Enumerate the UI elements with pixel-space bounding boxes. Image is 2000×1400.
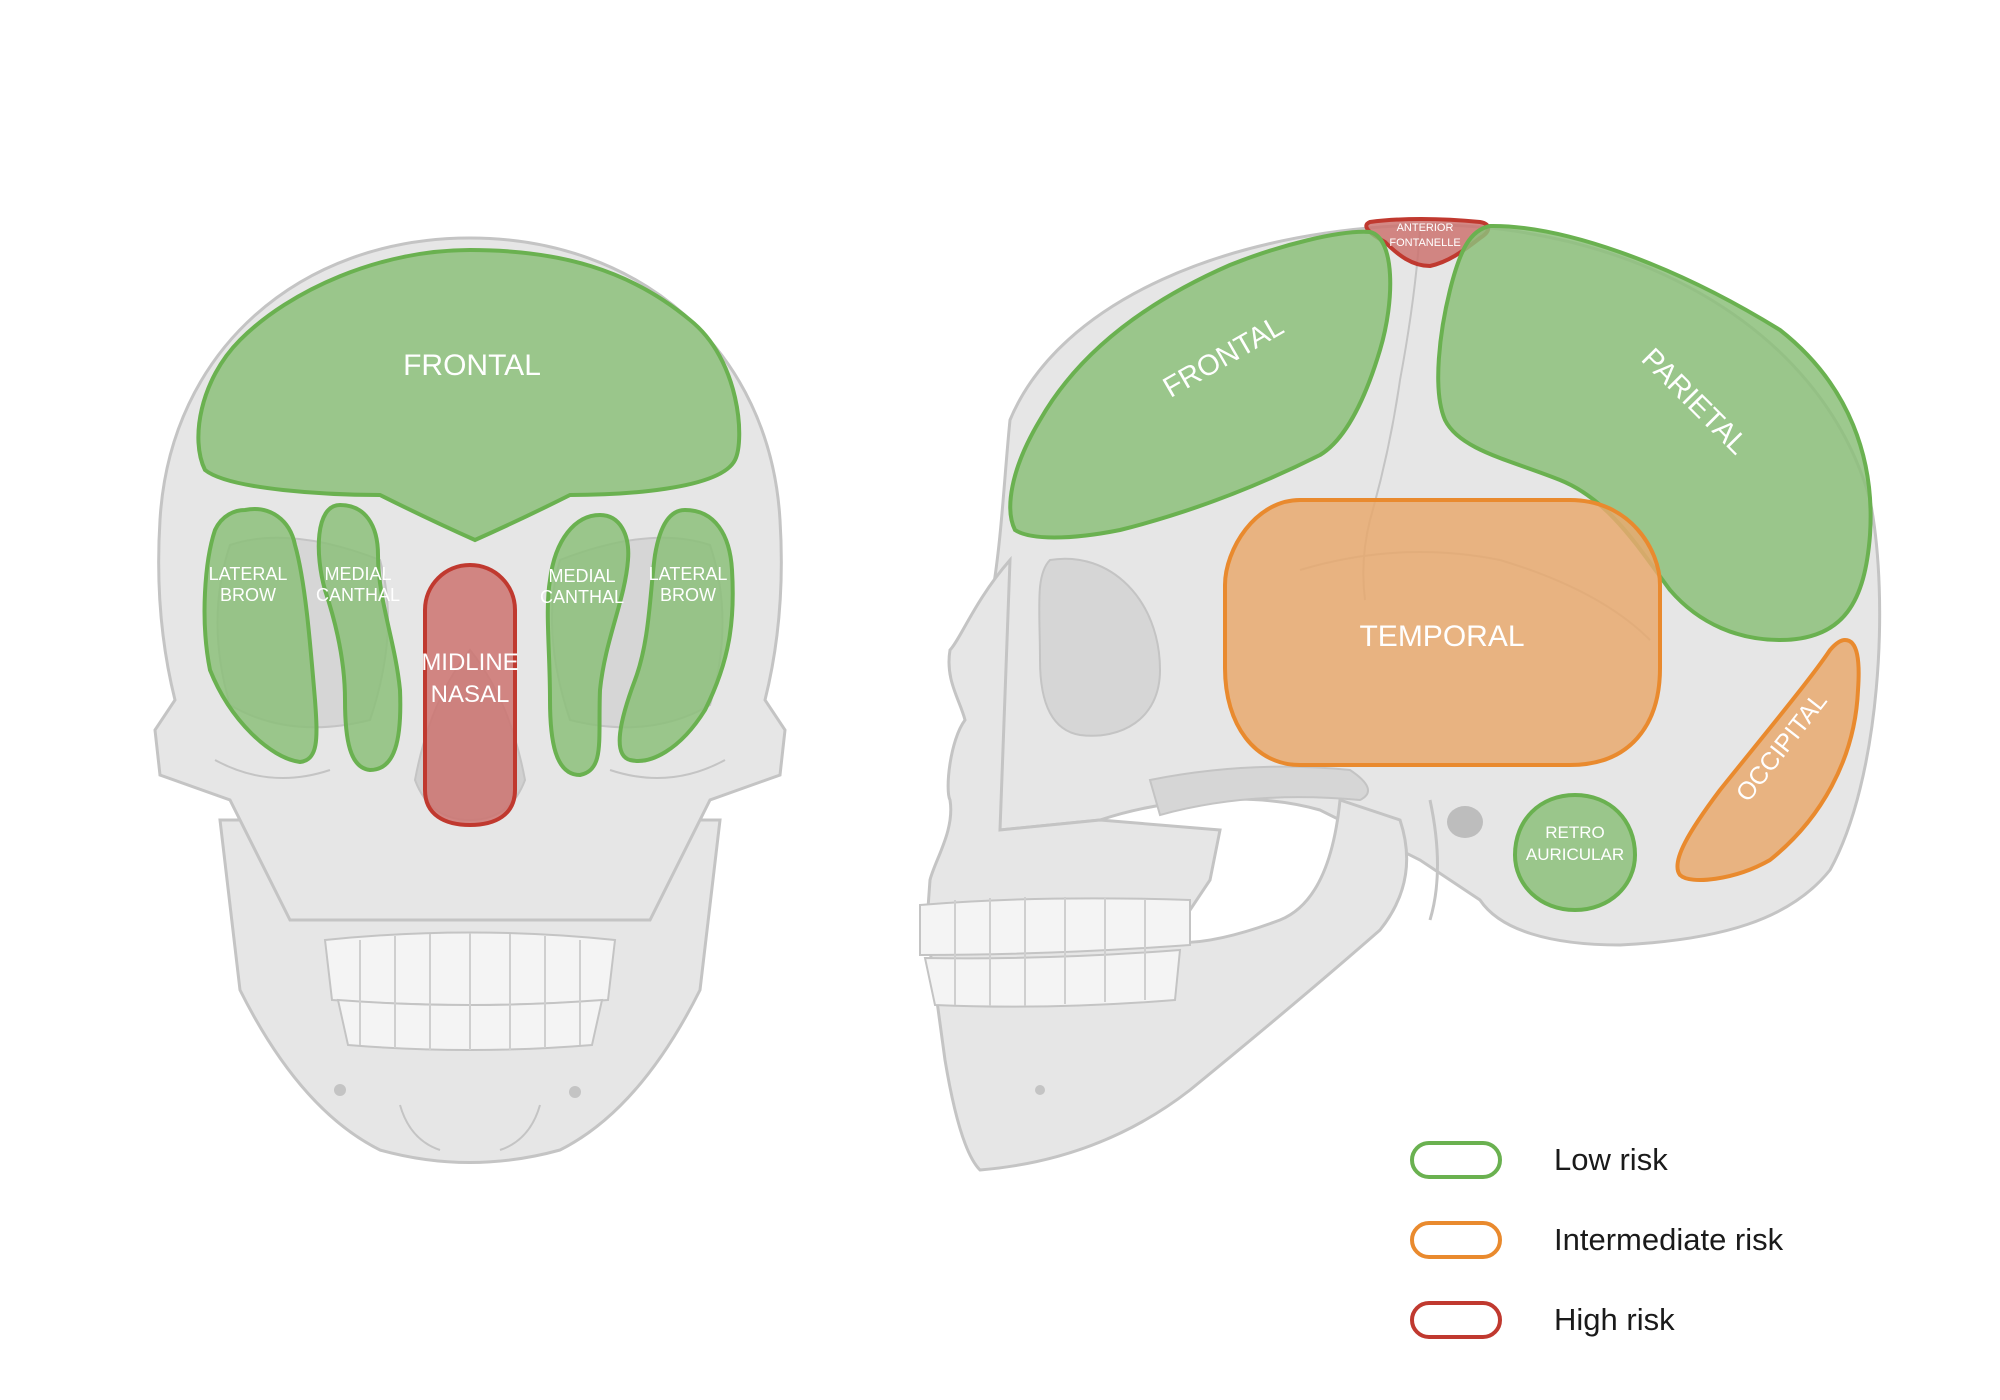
legend-label-intermediate-risk: Intermediate risk xyxy=(1554,1222,1784,1257)
legend-item-high-risk: High risk xyxy=(1410,1280,1930,1360)
side-temporal-zone xyxy=(1223,498,1662,767)
front-midline-nasal-zone xyxy=(423,562,517,828)
front-frontal-label: FRONTAL xyxy=(403,349,541,382)
legend-label-low-risk: Low risk xyxy=(1554,1142,1668,1177)
legend-label-high-risk: High risk xyxy=(1554,1302,1675,1337)
legend-swatch-high-risk xyxy=(1410,1301,1502,1339)
legend-swatch-intermediate-risk xyxy=(1410,1221,1502,1259)
legend-item-intermediate-risk: Intermediate risk xyxy=(1410,1200,1930,1280)
front-frontal-zone xyxy=(196,247,742,543)
front-medial-canthal-left-zone xyxy=(316,502,403,773)
side-frontal-zone xyxy=(1008,229,1393,540)
side-temporal-label: TEMPORAL xyxy=(1359,620,1524,653)
risk-legend: Low risk Intermediate risk High risk xyxy=(1410,1120,1930,1360)
legend-item-low-risk: Low risk xyxy=(1410,1120,1930,1200)
front-lateral-brow-right-zone xyxy=(617,507,735,763)
side-occipital-zone xyxy=(1675,637,1861,882)
front-lateral-brow-left-zone xyxy=(202,507,319,765)
front-medial-canthal-right-zone xyxy=(545,512,631,778)
side-parietal-zone xyxy=(1436,223,1873,643)
legend-swatch-low-risk xyxy=(1410,1141,1502,1179)
side-retro-auricular-zone xyxy=(1512,792,1638,913)
